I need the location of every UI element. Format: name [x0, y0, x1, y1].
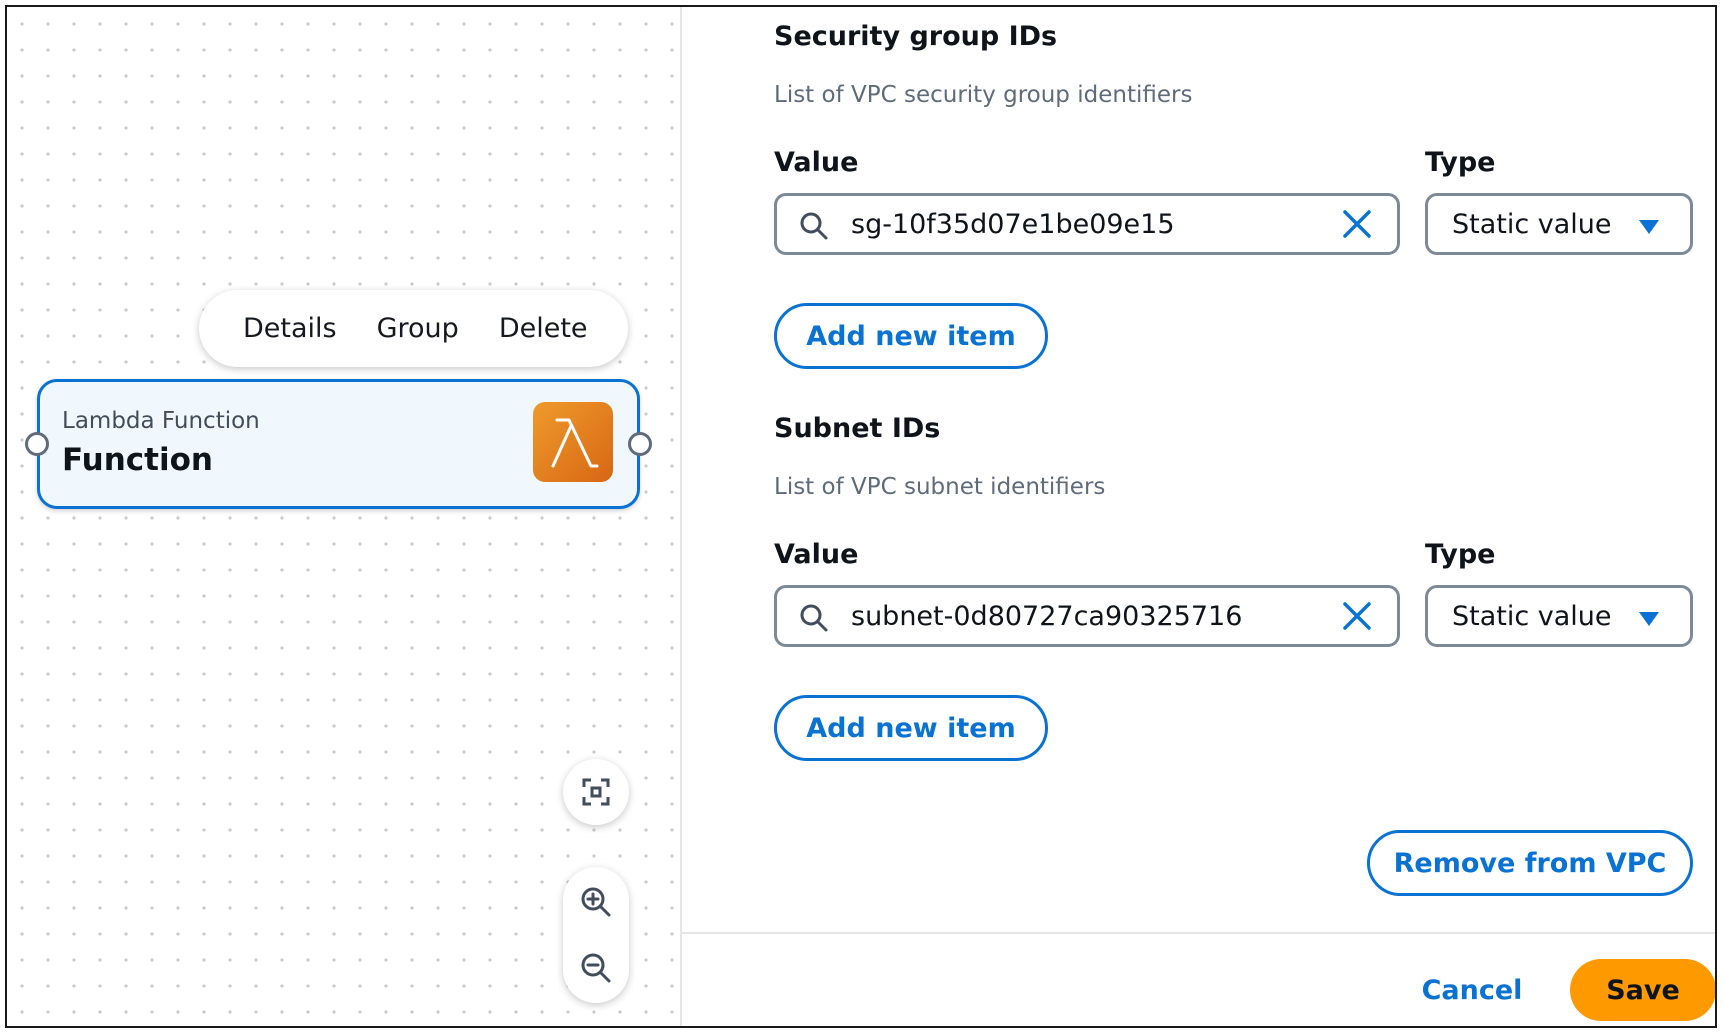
panel-divider	[680, 7, 682, 1026]
subnet-value-input[interactable]: subnet-0d80727ca90325716	[774, 585, 1400, 647]
footer-divider	[682, 932, 1715, 934]
remove-from-vpc-button[interactable]: Remove from VPC	[1367, 830, 1693, 896]
output-connector-handle[interactable]	[628, 432, 652, 456]
lambda-function-node[interactable]: Lambda Function Function	[25, 379, 652, 509]
security-group-ids-description: List of VPC security group identifiers	[774, 82, 1193, 108]
value-label: Value	[774, 147, 859, 178]
details-menu-item[interactable]: Details	[243, 313, 337, 344]
clear-icon[interactable]	[1341, 208, 1373, 244]
fit-view-control	[563, 759, 629, 825]
clear-icon[interactable]	[1341, 600, 1373, 636]
node-context-menu: Details Group Delete	[199, 290, 628, 367]
type-label: Type	[1425, 539, 1496, 570]
input-connector-handle[interactable]	[25, 432, 49, 456]
value-label: Value	[774, 539, 859, 570]
zoom-out-icon[interactable]	[574, 946, 618, 990]
save-button[interactable]: Save	[1570, 959, 1715, 1021]
security-group-value-input[interactable]: sg-10f35d07e1be09e15	[774, 193, 1400, 255]
add-security-group-button[interactable]: Add new item	[774, 303, 1048, 369]
caret-down-icon	[1638, 219, 1660, 239]
subnet-ids-heading: Subnet IDs	[774, 413, 941, 444]
search-icon	[799, 603, 829, 637]
delete-menu-item[interactable]: Delete	[498, 313, 588, 344]
group-menu-item[interactable]: Group	[376, 313, 459, 344]
type-select-value: Static value	[1452, 209, 1612, 240]
type-label: Type	[1425, 147, 1496, 178]
search-icon	[799, 211, 829, 245]
node-name: Function	[62, 442, 213, 478]
security-group-type-select[interactable]: Static value	[1425, 193, 1693, 255]
cancel-button[interactable]: Cancel	[1421, 974, 1523, 1006]
security-group-value: sg-10f35d07e1be09e15	[851, 209, 1175, 240]
subnet-type-select[interactable]: Static value	[1425, 585, 1693, 647]
node-type-label: Lambda Function	[62, 408, 260, 434]
zoom-in-icon[interactable]	[574, 880, 618, 924]
diagram-canvas[interactable]: Details Group Delete Lambda Function Fun…	[7, 7, 680, 1026]
type-select-value: Static value	[1452, 601, 1612, 632]
fit-view-icon[interactable]	[574, 770, 618, 814]
add-subnet-button[interactable]: Add new item	[774, 695, 1048, 761]
caret-down-icon	[1638, 611, 1660, 631]
subnet-value: subnet-0d80727ca90325716	[851, 601, 1243, 632]
lambda-icon	[533, 402, 613, 482]
app-window: Details Group Delete Lambda Function Fun…	[5, 5, 1717, 1028]
security-group-ids-heading: Security group IDs	[774, 21, 1058, 52]
subnet-ids-description: List of VPC subnet identifiers	[774, 474, 1106, 500]
zoom-controls	[563, 867, 629, 1003]
